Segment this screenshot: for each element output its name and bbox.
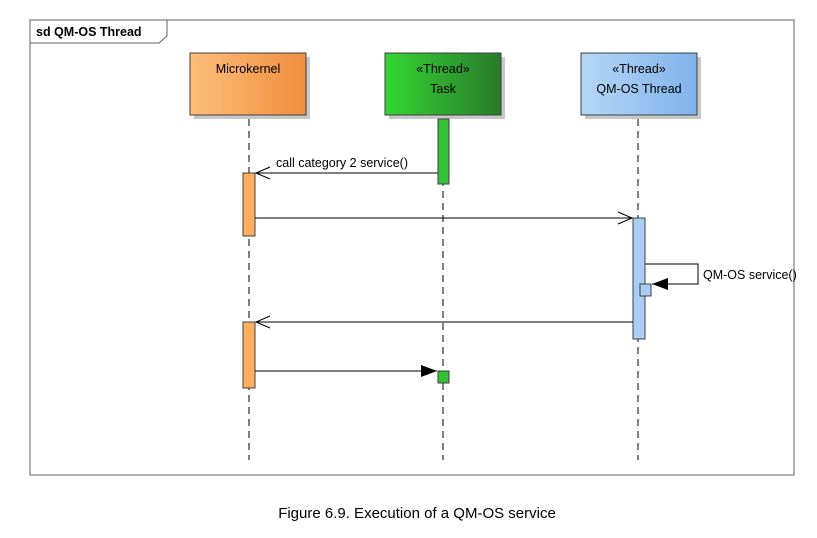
figure-caption: Figure 6.9. Execution of a QM-OS service (278, 505, 556, 522)
frame-title: sd QM-OS Thread (36, 25, 142, 39)
microkernel-activation-1 (242, 172, 256, 237)
task-name: Task (430, 82, 456, 96)
qmos-head (580, 52, 698, 116)
qmos-stereotype: «Thread» (612, 62, 666, 76)
message-call-service-label: call category 2 service() (276, 156, 408, 170)
microkernel-activation-2 (242, 321, 256, 389)
microkernel-head (189, 52, 307, 116)
task-activation-1 (437, 118, 450, 185)
message-self-call-arrowhead (652, 278, 668, 290)
qmos-activation-nested (639, 283, 652, 297)
task-head (384, 52, 502, 116)
task-activation-2 (437, 370, 450, 384)
microkernel-name: Microkernel (216, 62, 281, 76)
message-return-to-microkernel-arrowhead (254, 315, 271, 329)
message-self-call-label: QM-OS service() (703, 268, 797, 282)
message-self-call (645, 263, 699, 285)
message-to-task-arrowhead (421, 365, 437, 377)
frame-title-tab (29, 19, 168, 44)
message-call-service-arrowhead (254, 166, 271, 180)
qmos-name: QM-OS Thread (596, 82, 681, 96)
task-stereotype: «Thread» (416, 62, 470, 76)
message-to-qmos-arrowhead (617, 211, 634, 225)
qmos-activation-1 (632, 217, 646, 340)
